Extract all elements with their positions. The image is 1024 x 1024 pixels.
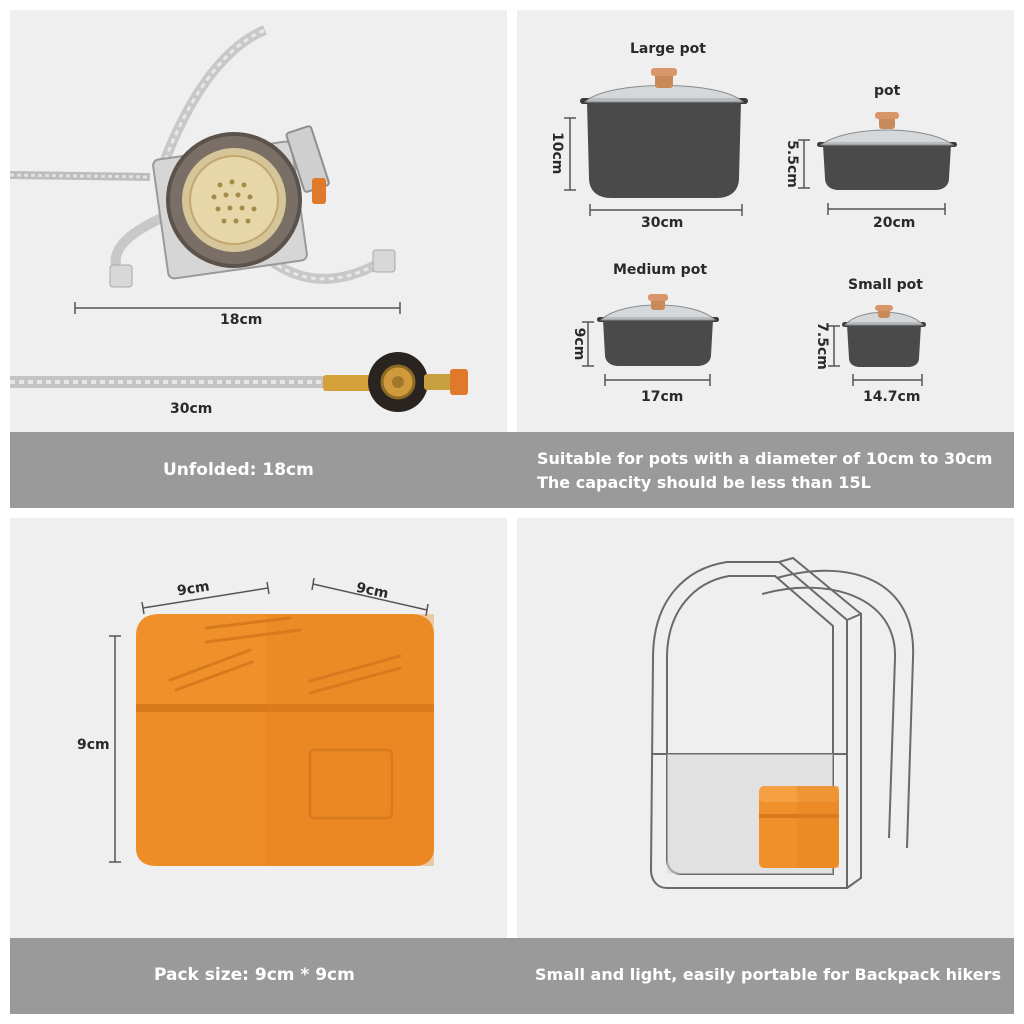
large-pot-title: Large pot (630, 41, 706, 57)
small-pot-image (828, 305, 926, 386)
large-pot-height: 10cm (549, 132, 565, 175)
case-illustration (109, 577, 434, 866)
stove-unfolded-dimension: 18cm (220, 312, 263, 328)
case-panel: 9cm 9cm 9cm (10, 518, 507, 938)
orange-case-image (136, 614, 434, 866)
standard-pot-height: 5.5cm (784, 140, 800, 188)
medium-pot-height: 9cm (571, 327, 587, 361)
caption-bar-top: Unfolded: 18cm Suitable for pots with a … (10, 432, 1014, 508)
stove-illustration (10, 25, 468, 412)
portable-caption: Small and light, easily portable for Bac… (535, 965, 1001, 984)
pack-size-caption: Pack size: 9cm * 9cm (154, 965, 355, 985)
hose-length-dimension: 30cm (170, 401, 213, 417)
standard-pot-diameter: 20cm (873, 215, 916, 231)
standard-pot-title: pot (874, 83, 901, 99)
small-pot-height: 7.5cm (814, 322, 830, 370)
unfolded-caption: Unfolded: 18cm (163, 460, 314, 480)
standard-pot-image (798, 112, 957, 215)
small-pot-title: Small pot (848, 277, 923, 293)
large-pot-diameter: 30cm (641, 215, 684, 231)
stove-panel: 18cm 30cm (10, 10, 507, 432)
pots-panel: Large pot 10cm 30cm pot 5.5cm 20cm Mediu… (517, 10, 1014, 432)
backpack-panel (517, 518, 1014, 938)
medium-pot-diameter: 17cm (641, 389, 684, 405)
suitable-caption-line1: Suitable for pots with a diameter of 10c… (537, 449, 993, 468)
backpack-illustration (649, 556, 915, 889)
suitable-caption-line2: The capacity should be less than 15L (537, 473, 871, 492)
medium-pot-title: Medium pot (613, 262, 708, 278)
caption-bar-bottom: Pack size: 9cm * 9cm Small and light, ea… (10, 938, 1014, 1014)
small-pot-diameter: 14.7cm (863, 389, 921, 405)
case-height-dimension: 9cm (77, 737, 110, 753)
backpack-case-image (759, 786, 839, 868)
pots-illustration (564, 68, 957, 386)
medium-pot-image (582, 294, 719, 386)
large-pot-image (564, 68, 748, 216)
